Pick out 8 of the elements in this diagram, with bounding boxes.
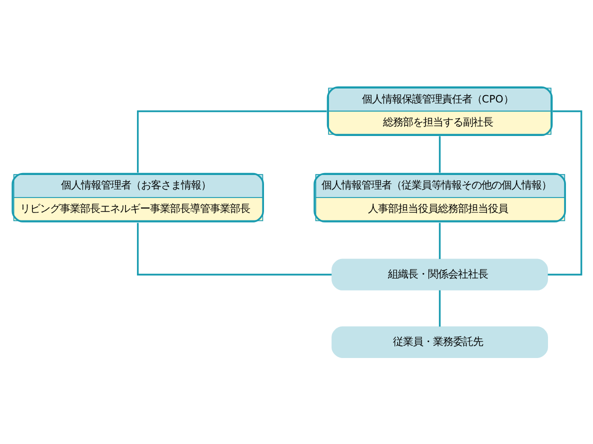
- connector: [438, 222, 441, 259]
- connector: [548, 110, 582, 276]
- connector: [136, 222, 332, 276]
- connector: [438, 290, 441, 327]
- node-box: 組織長・関係会社社長: [332, 258, 548, 290]
- connector: [136, 110, 327, 173]
- node-box: 従業員・業務委託先: [332, 326, 548, 358]
- connector: [438, 136, 441, 173]
